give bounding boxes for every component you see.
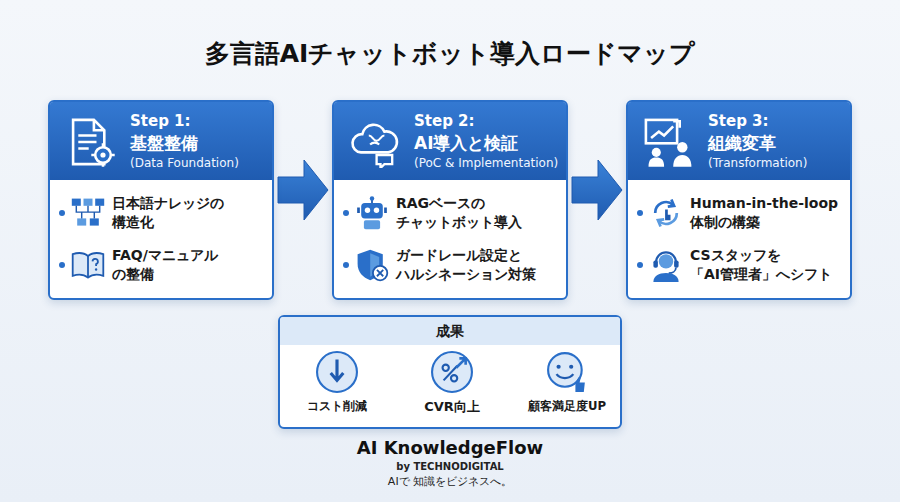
bullet-dot bbox=[59, 262, 65, 268]
result-box: 成果コスト削減CVR向上顧客満足度UP bbox=[278, 315, 622, 429]
task-item: RAGベースの チャットボット導入 bbox=[396, 194, 564, 232]
item-icon bbox=[354, 195, 390, 231]
item-icon bbox=[70, 195, 106, 231]
step-title: 基盤整備 bbox=[130, 132, 198, 154]
task-item: ガードレール設定と ハルシネーション対策 bbox=[396, 246, 564, 284]
header-icon bbox=[642, 116, 694, 168]
flow-arrow bbox=[278, 160, 328, 220]
item-icon bbox=[354, 247, 390, 283]
task-item: Human-in-the-loop 体制の構築 bbox=[690, 194, 848, 232]
step-number: Step 1: bbox=[130, 112, 191, 132]
step-title: 組織変革 bbox=[708, 132, 776, 154]
brand-tagline: AIで 知識をビジネスへ。 bbox=[0, 475, 900, 489]
task-item: 日本語ナレッジの 構造化 bbox=[112, 194, 270, 232]
step-number: Step 3: bbox=[708, 112, 769, 132]
step-card: Step 2:AI導入と検証 (PoC & Implementation) RAGベ… bbox=[332, 100, 568, 300]
bullet-dot bbox=[637, 262, 643, 268]
step-title: AI導入と検証 bbox=[414, 132, 518, 154]
item-icon bbox=[648, 195, 684, 231]
result-label: コスト削減 bbox=[277, 399, 397, 414]
result-icon bbox=[316, 351, 358, 393]
task-item: CSスタッフを 「AI管理者」へシフト bbox=[690, 246, 848, 284]
result-label: 顧客満足度UP bbox=[507, 399, 627, 414]
brand-by: by TECHNODIGITAL bbox=[0, 460, 900, 473]
step-subtitle: (Data Foundation) bbox=[130, 156, 239, 172]
header-icon bbox=[64, 116, 116, 168]
step-subtitle: (Transformation) bbox=[708, 156, 807, 172]
brand-name: AI KnowledgeFlow bbox=[0, 436, 900, 459]
item-icon bbox=[70, 247, 106, 283]
step-subtitle: (PoC & Implementation) bbox=[414, 156, 558, 172]
result-heading: 成果 bbox=[280, 322, 620, 340]
step-card: Step 1:基盤整備 (Data Foundation) 日本語ナレッジの 構造化… bbox=[48, 100, 274, 300]
result-icon bbox=[431, 351, 473, 393]
bullet-dot bbox=[637, 210, 643, 216]
bullet-dot bbox=[343, 210, 349, 216]
step-number: Step 2: bbox=[414, 112, 475, 132]
flow-arrow bbox=[572, 160, 622, 220]
diagram-title: 多言語AIチャットボット導入ロードマップ bbox=[0, 38, 900, 71]
task-item: FAQ/マニュアル の整備 bbox=[112, 246, 270, 284]
step-card: Step 3:組織変革 (Transformation) Human-in-the-… bbox=[626, 100, 852, 300]
bullet-dot bbox=[343, 262, 349, 268]
header-icon bbox=[348, 116, 400, 168]
result-icon bbox=[546, 351, 588, 393]
result-label: CVR向上 bbox=[392, 399, 512, 416]
bullet-dot bbox=[59, 210, 65, 216]
item-icon bbox=[648, 247, 684, 283]
